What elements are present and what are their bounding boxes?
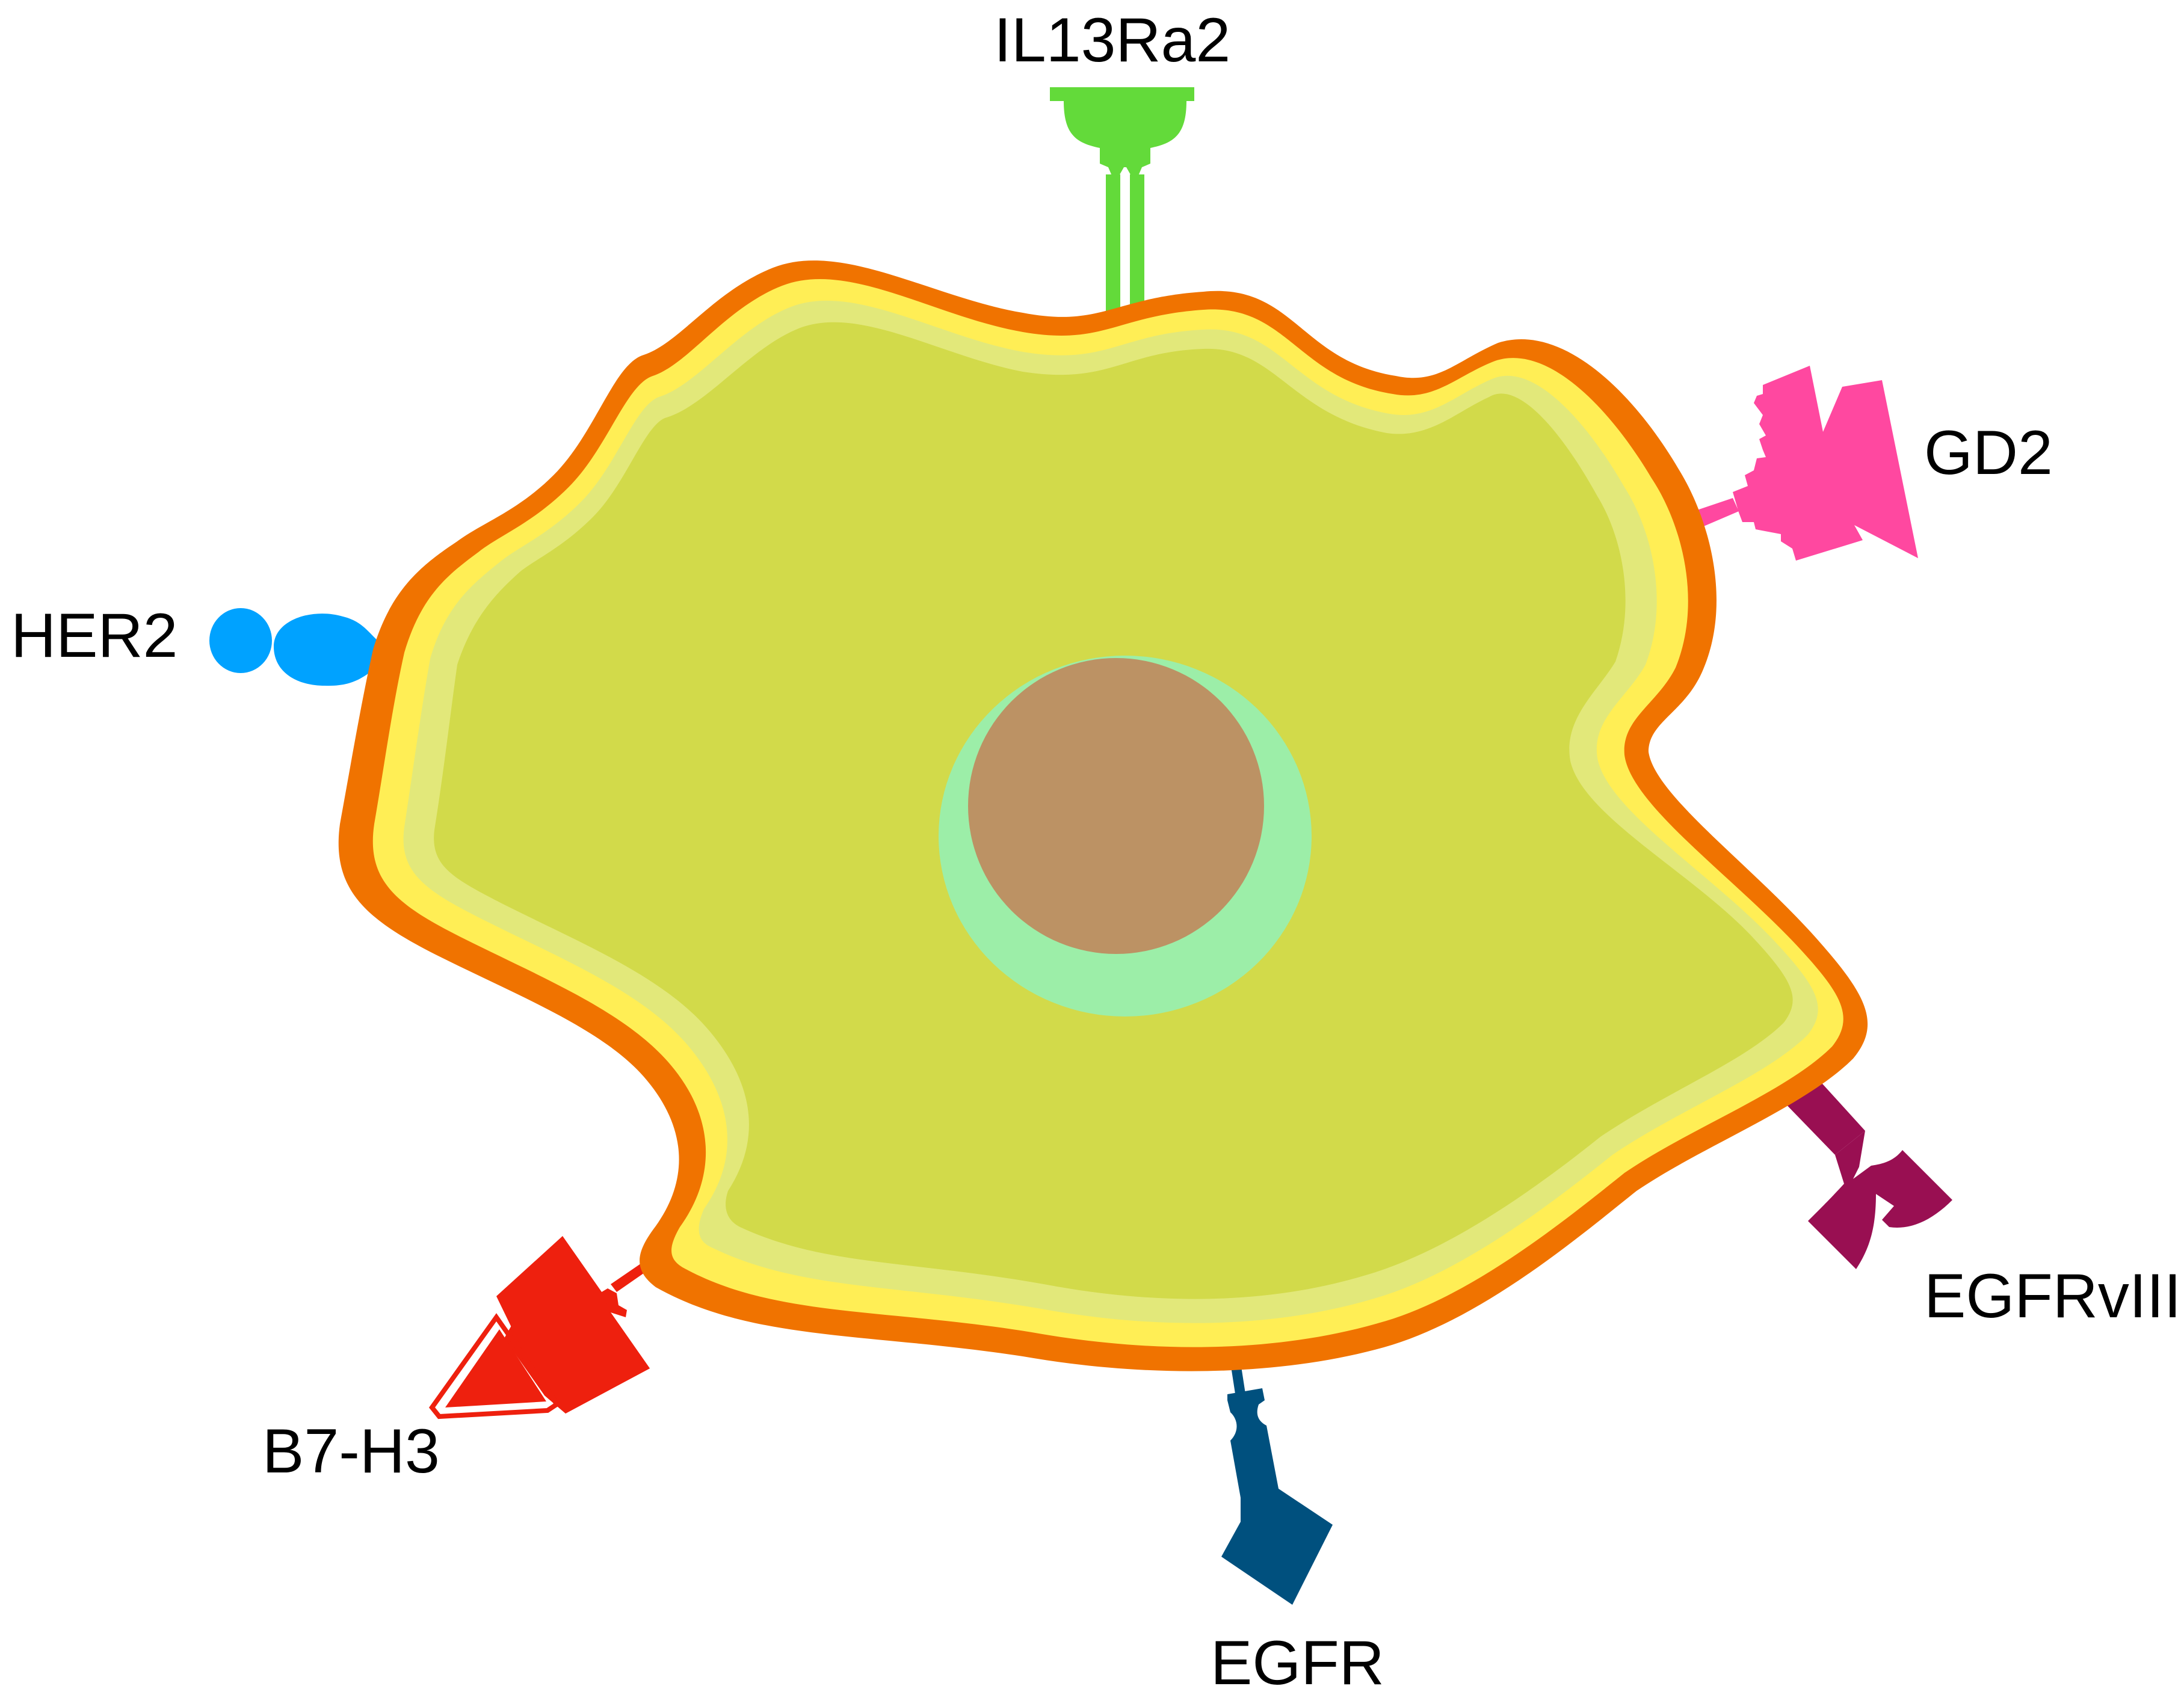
nucleus <box>968 658 1264 954</box>
b7h3-triangle-fill <box>445 1329 546 1407</box>
gd2-head-icon <box>1733 366 1918 561</box>
label-gd2: GD2 <box>1924 418 2053 488</box>
il13ra2-stalk-right <box>1130 174 1144 313</box>
label-egfrviii: EGFRvIII <box>1924 1261 2182 1331</box>
label-egfr: EGFR <box>1211 1628 1384 1698</box>
label-b7h3: B7-H3 <box>262 1417 440 1486</box>
her2-head-icon <box>209 608 272 673</box>
her2-lobe <box>274 614 388 686</box>
il13ra2-head-icon <box>1050 87 1194 176</box>
il13ra2-stalk-left <box>1106 174 1120 313</box>
egfr-receptor <box>1221 1335 1333 1605</box>
egfrviii-head-icon <box>1808 1131 1952 1269</box>
gd2-receptor <box>1685 366 1918 561</box>
b7h3-receptor <box>428 1236 674 1420</box>
cell-body <box>338 260 1868 1371</box>
b7h3-triangle-icon <box>428 1313 560 1420</box>
label-il13ra2: IL13Ra2 <box>994 5 1230 75</box>
egfr-head-icon <box>1221 1388 1333 1605</box>
label-her2: HER2 <box>11 601 177 671</box>
il13ra2-receptor <box>1050 87 1194 313</box>
